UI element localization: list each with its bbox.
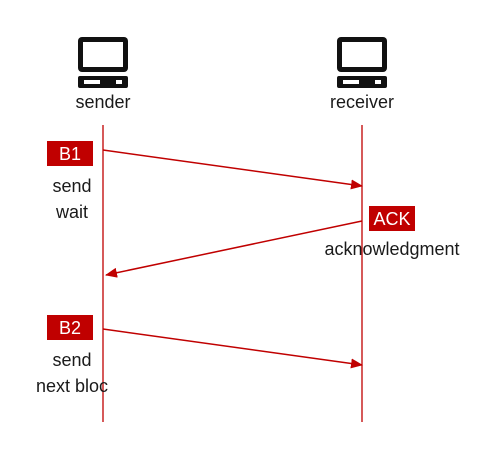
sender-computer-icon [78, 37, 128, 88]
b1-tag-label: B1 [59, 144, 81, 164]
b1-note-wait: wait [55, 202, 88, 222]
b1-note-send: send [52, 176, 91, 196]
b2-tag [47, 315, 93, 340]
b2-tag-label: B2 [59, 318, 81, 338]
receiver-label: receiver [330, 92, 394, 112]
ack-arrow [105, 220, 363, 278]
b1-tag [47, 141, 93, 166]
b2-note-send: send [52, 350, 91, 370]
sender-label: sender [75, 92, 130, 112]
ack-tag-label: ACK [373, 209, 410, 229]
b2-arrow [102, 328, 363, 369]
ack-note: acknowledgment [324, 239, 459, 259]
receiver-computer-icon [337, 37, 387, 88]
ack-tag [369, 206, 415, 231]
b1-arrow [102, 149, 363, 190]
b2-note-next-bloc: next bloc [36, 376, 108, 396]
